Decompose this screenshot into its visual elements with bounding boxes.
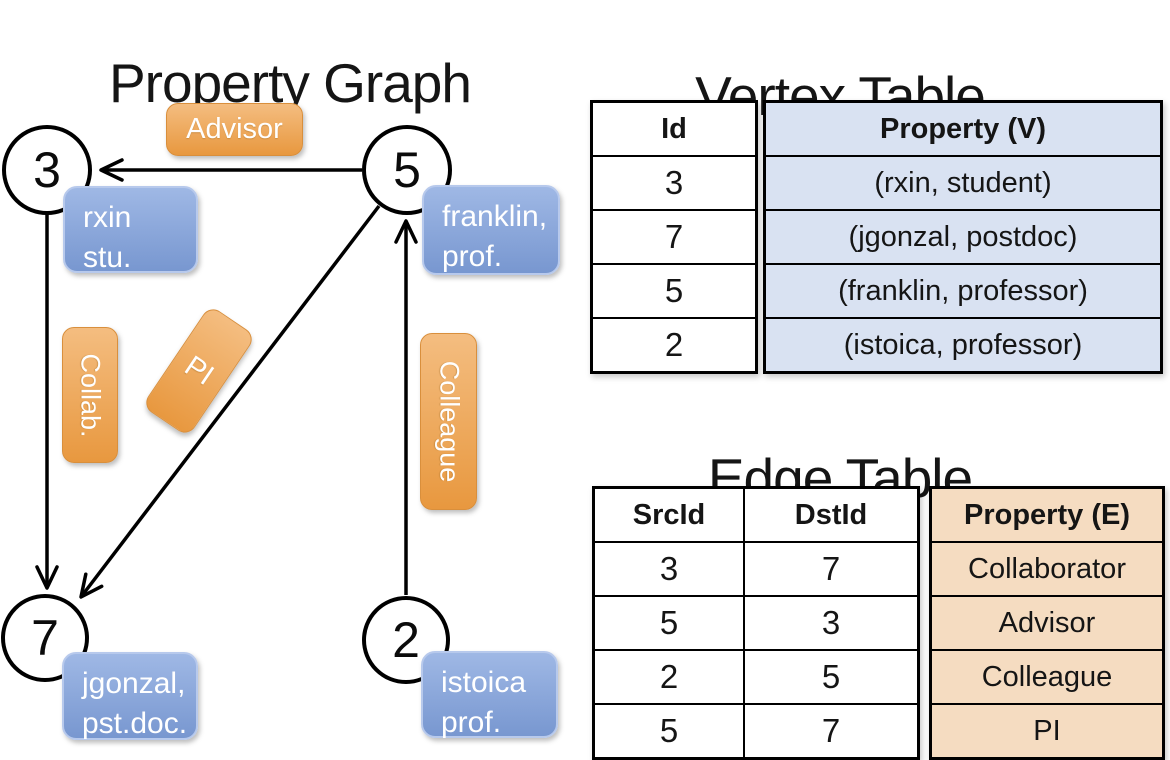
table-cell: 5 [595, 595, 743, 649]
table-cell: (rxin, student) [766, 155, 1160, 209]
table-cell: (jgonzal, postdoc) [766, 209, 1160, 263]
edge-label-text: Advisor [186, 113, 283, 145]
edge-table-property-column: Property (E) Collaborator Advisor Collea… [929, 486, 1165, 760]
vertex-table-property-column: Property (V) (rxin, student) (jgonzal, p… [763, 100, 1163, 374]
property-line: prof. [442, 240, 503, 273]
property-line: rxin [83, 201, 132, 234]
edge-label-collab: Collab. [62, 327, 118, 463]
property-line: franklin, [442, 200, 548, 233]
edge-label-colleague: Colleague [420, 333, 477, 510]
vertex-table-id-column: Id 3 7 5 2 [590, 100, 758, 374]
node-id-label: 2 [392, 612, 420, 668]
table-cell: 2 [593, 317, 755, 371]
column-header-srcid: SrcId [632, 498, 706, 531]
table-cell: 5 [593, 263, 755, 317]
graph-node-5: 5 [362, 125, 452, 215]
table-cell: Advisor [932, 595, 1162, 649]
table-cell: 7 [745, 703, 917, 757]
column-header-property-v: Property (V) [766, 103, 1160, 155]
table-cell: 3 [593, 155, 755, 209]
column-header-id: Id [661, 112, 687, 145]
graph-node-2: 2 [362, 596, 450, 684]
table-cell: (franklin, professor) [766, 263, 1160, 317]
edge-table-dstid-column: DstId 7 3 5 7 [743, 489, 917, 757]
node-id-label: 5 [393, 142, 421, 198]
table-cell: 5 [595, 703, 743, 757]
table-cell: 3 [745, 595, 917, 649]
edge-label-pi: PI [141, 304, 257, 438]
table-cell: Colleague [932, 649, 1162, 703]
node-id-label: 3 [33, 142, 61, 198]
vertex-property-box-istoica: istoica prof. [421, 651, 558, 739]
table-cell: (istoica, professor) [766, 317, 1160, 371]
node-id-label: 7 [31, 610, 59, 666]
vertex-property-box-jgonzal: jgonzal, pst.doc. [62, 652, 198, 740]
property-line: jgonzal, [82, 667, 186, 700]
vertex-property-box-franklin: franklin, prof. [422, 185, 560, 275]
table-cell: PI [932, 703, 1162, 757]
edge-label-text: Collab. [75, 352, 106, 438]
property-line: pst.doc. [82, 707, 188, 740]
edge-label-text: Colleague [434, 360, 464, 483]
column-header-property-e: Property (E) [932, 489, 1162, 541]
table-cell: 7 [593, 209, 755, 263]
property-line: prof. [441, 706, 502, 739]
edge-table-id-columns: SrcId 3 5 2 5 DstId 7 3 5 7 [592, 486, 920, 760]
table-cell: 2 [595, 649, 743, 703]
property-line: stu. [83, 241, 132, 274]
edge-table-srcid-column: SrcId 3 5 2 5 [595, 489, 743, 757]
table-cell: 7 [745, 541, 917, 595]
table-cell: Collaborator [932, 541, 1162, 595]
property-line: istoica [441, 666, 527, 699]
edge-label-advisor: Advisor [166, 103, 303, 156]
column-header-dstid: DstId [794, 498, 868, 531]
vertex-property-box-rxin: rxin stu. [63, 186, 198, 274]
table-cell: 5 [745, 649, 917, 703]
edge-label-text: PI [178, 349, 220, 392]
table-cell: 3 [595, 541, 743, 595]
